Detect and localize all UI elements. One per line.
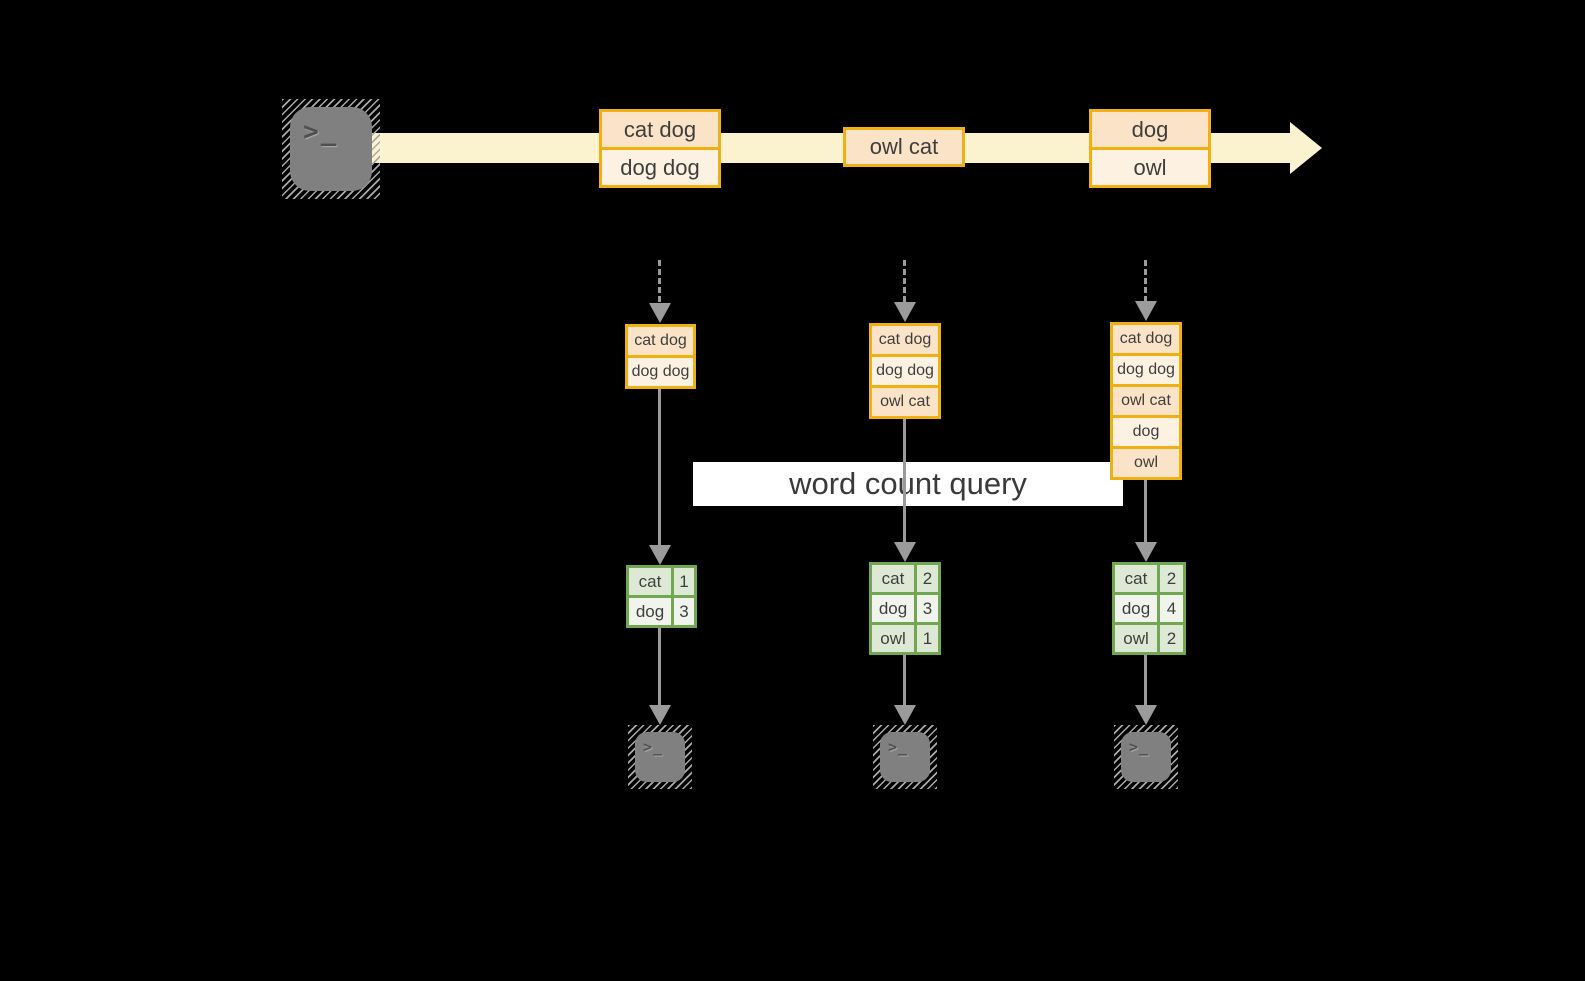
count-cell: 3 xyxy=(674,598,694,625)
table-row: dog 3 xyxy=(872,592,938,622)
word-count-table-1: cat 1 dog 3 xyxy=(626,565,697,628)
count-cell: 2 xyxy=(917,565,938,592)
table-row: owl 2 xyxy=(1115,622,1183,652)
terminal-prompt-glyph: >_ xyxy=(303,117,339,148)
word-cell: dog xyxy=(1115,595,1160,622)
down-arrowhead-icon xyxy=(894,705,916,725)
word-cell: cat xyxy=(629,568,674,595)
down-arrowhead-icon xyxy=(1135,705,1157,725)
count-cell: 4 xyxy=(1160,595,1183,622)
down-arrowhead-icon xyxy=(649,303,671,323)
count-cell: 1 xyxy=(917,625,938,652)
stream-event-box-2: owl cat xyxy=(843,127,965,167)
terminal-sink-screen: >_ xyxy=(880,732,930,782)
terminal-sink-screen: >_ xyxy=(1121,732,1171,782)
table-row: cat 2 xyxy=(872,565,938,592)
terminal-prompt-glyph: >_ xyxy=(1129,738,1150,756)
word-cell: owl xyxy=(872,625,917,652)
query-label: word count query xyxy=(693,462,1123,506)
flow-line xyxy=(1144,480,1147,543)
flow-line xyxy=(658,626,661,707)
terminal-sink-icon: >_ xyxy=(1114,725,1178,789)
dashed-down-arrow-line xyxy=(1144,260,1147,302)
table-row: dog 3 xyxy=(629,595,694,625)
flow-line xyxy=(1144,655,1147,707)
terminal-source-icon: >_ xyxy=(282,99,380,199)
table-row: cat 2 xyxy=(1115,565,1183,592)
terminal-sink-icon: >_ xyxy=(628,725,692,789)
stream-arrow-head-icon xyxy=(1290,122,1322,174)
word-cell: owl xyxy=(1115,625,1160,652)
stream-event-cell: owl xyxy=(1092,147,1208,185)
terminal-prompt-glyph: >_ xyxy=(888,738,909,756)
flow-line xyxy=(658,389,661,546)
stream-event-cell: dog dog xyxy=(602,147,718,185)
stream-event-cell: dog xyxy=(1092,112,1208,147)
down-arrowhead-icon xyxy=(649,545,671,565)
stream-event-cell: cat dog xyxy=(602,112,718,147)
buffer-row: dog dog xyxy=(1113,353,1179,384)
down-arrowhead-icon xyxy=(1135,301,1157,321)
word-cell: cat xyxy=(1115,565,1160,592)
word-count-table-2: cat 2 dog 3 owl 1 xyxy=(869,562,941,655)
down-arrowhead-icon xyxy=(649,705,671,725)
stream-event-box-3: dog owl xyxy=(1089,109,1211,188)
down-arrowhead-icon xyxy=(1135,542,1157,562)
buffer-stack-1: cat dog dog dog xyxy=(625,324,696,389)
terminal-sink-screen: >_ xyxy=(635,732,685,782)
flow-line xyxy=(903,419,906,543)
buffer-row: cat dog xyxy=(628,327,693,355)
buffer-row: owl cat xyxy=(872,385,938,416)
buffer-row: dog dog xyxy=(628,355,693,386)
stream-event-cell: owl cat xyxy=(846,130,962,164)
buffer-row: cat dog xyxy=(872,326,938,354)
word-cell: dog xyxy=(629,598,674,625)
buffer-stack-2: cat dog dog dog owl cat xyxy=(869,323,941,419)
stream-event-box-1: cat dog dog dog xyxy=(599,109,721,188)
dashed-down-arrow-line xyxy=(658,260,661,302)
count-cell: 2 xyxy=(1160,565,1183,592)
buffer-row: owl cat xyxy=(1113,384,1179,415)
buffer-stack-3: cat dog dog dog owl cat dog owl xyxy=(1110,322,1182,480)
terminal-source-screen: >_ xyxy=(290,107,372,191)
buffer-row: cat dog xyxy=(1113,325,1179,353)
dashed-down-arrow-line xyxy=(903,260,906,302)
down-arrowhead-icon xyxy=(894,542,916,562)
terminal-sink-icon: >_ xyxy=(873,725,937,789)
table-row: owl 1 xyxy=(872,622,938,652)
table-row: cat 1 xyxy=(629,568,694,595)
down-arrowhead-icon xyxy=(894,302,916,322)
count-cell: 2 xyxy=(1160,625,1183,652)
buffer-row: owl xyxy=(1113,446,1179,477)
word-cell: cat xyxy=(872,565,917,592)
buffer-row: dog dog xyxy=(872,354,938,385)
terminal-prompt-glyph: >_ xyxy=(643,738,664,756)
table-row: dog 4 xyxy=(1115,592,1183,622)
count-cell: 3 xyxy=(917,595,938,622)
flow-line xyxy=(903,655,906,707)
word-cell: dog xyxy=(872,595,917,622)
word-count-table-3: cat 2 dog 4 owl 2 xyxy=(1112,562,1186,655)
count-cell: 1 xyxy=(674,568,694,595)
buffer-row: dog xyxy=(1113,415,1179,446)
